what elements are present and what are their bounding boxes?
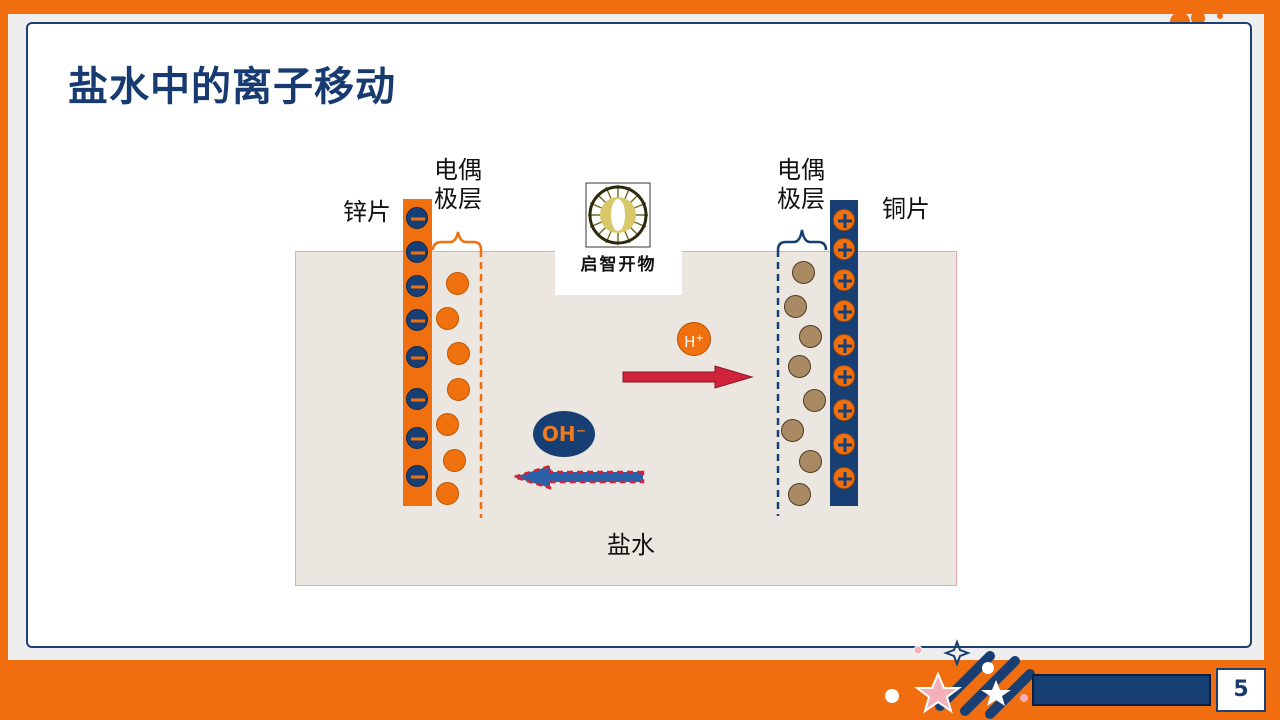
hydrogen-ion-arrow (622, 365, 754, 389)
anion-ion (781, 419, 804, 442)
zinc-plate-label: 锌片 (343, 198, 391, 226)
cation-ion (443, 449, 466, 472)
positive-charge-icon (833, 399, 855, 421)
footer-stars-decoration (885, 639, 1035, 719)
positive-charge-icon (833, 334, 855, 356)
cation-ion (436, 482, 459, 505)
anion-ion (792, 261, 815, 284)
negative-charge-icon (406, 275, 428, 297)
positive-charge-icon (833, 467, 855, 489)
hydrogen-ion-charge: + (695, 333, 704, 344)
negative-charge-icon (406, 241, 428, 263)
positive-charge-icon (833, 300, 855, 322)
logo: 启智开物 (555, 176, 682, 295)
anion-ion (788, 483, 811, 506)
anion-ion (799, 450, 822, 473)
slide-title: 盐水中的离子移动 (68, 64, 396, 110)
left-layer-brace (431, 231, 483, 518)
hydrogen-ion: H+ (677, 322, 711, 356)
positive-charge-icon (833, 269, 855, 291)
anion-ion (803, 389, 826, 412)
page-number: 5 (1216, 668, 1266, 712)
positive-charge-icon (833, 238, 855, 260)
anion-ion (788, 355, 811, 378)
negative-charge-icon (406, 465, 428, 487)
positive-charge-icon (833, 365, 855, 387)
copper-plate-label: 铜片 (882, 195, 930, 223)
negative-charge-icon (406, 207, 428, 229)
negative-charge-icon (406, 309, 428, 331)
right-double-layer-label: 电偶 极层 (777, 156, 825, 213)
cation-ion (447, 342, 470, 365)
negative-charge-icon (406, 388, 428, 410)
cation-ion (436, 307, 459, 330)
salt-water-label: 盐水 (607, 531, 655, 559)
footer-bar (1032, 674, 1211, 706)
anion-ion (784, 295, 807, 318)
left-double-layer-label: 电偶 极层 (434, 156, 482, 213)
cation-ion (436, 413, 459, 436)
logo-text: 启智开物 (580, 255, 657, 275)
negative-charge-icon (406, 427, 428, 449)
cation-ion (447, 378, 470, 401)
cation-ion (446, 272, 469, 295)
hydroxide-ion: OH⁻ (533, 411, 595, 457)
positive-charge-icon (833, 433, 855, 455)
hydroxide-ion-arrow (510, 464, 645, 490)
logo-emblem-icon (585, 182, 651, 248)
right-layer-brace (776, 229, 828, 516)
positive-charge-icon (833, 209, 855, 231)
negative-charge-icon (406, 346, 428, 368)
anion-ion (799, 325, 822, 348)
hydrogen-ion-symbol: H (684, 333, 696, 351)
